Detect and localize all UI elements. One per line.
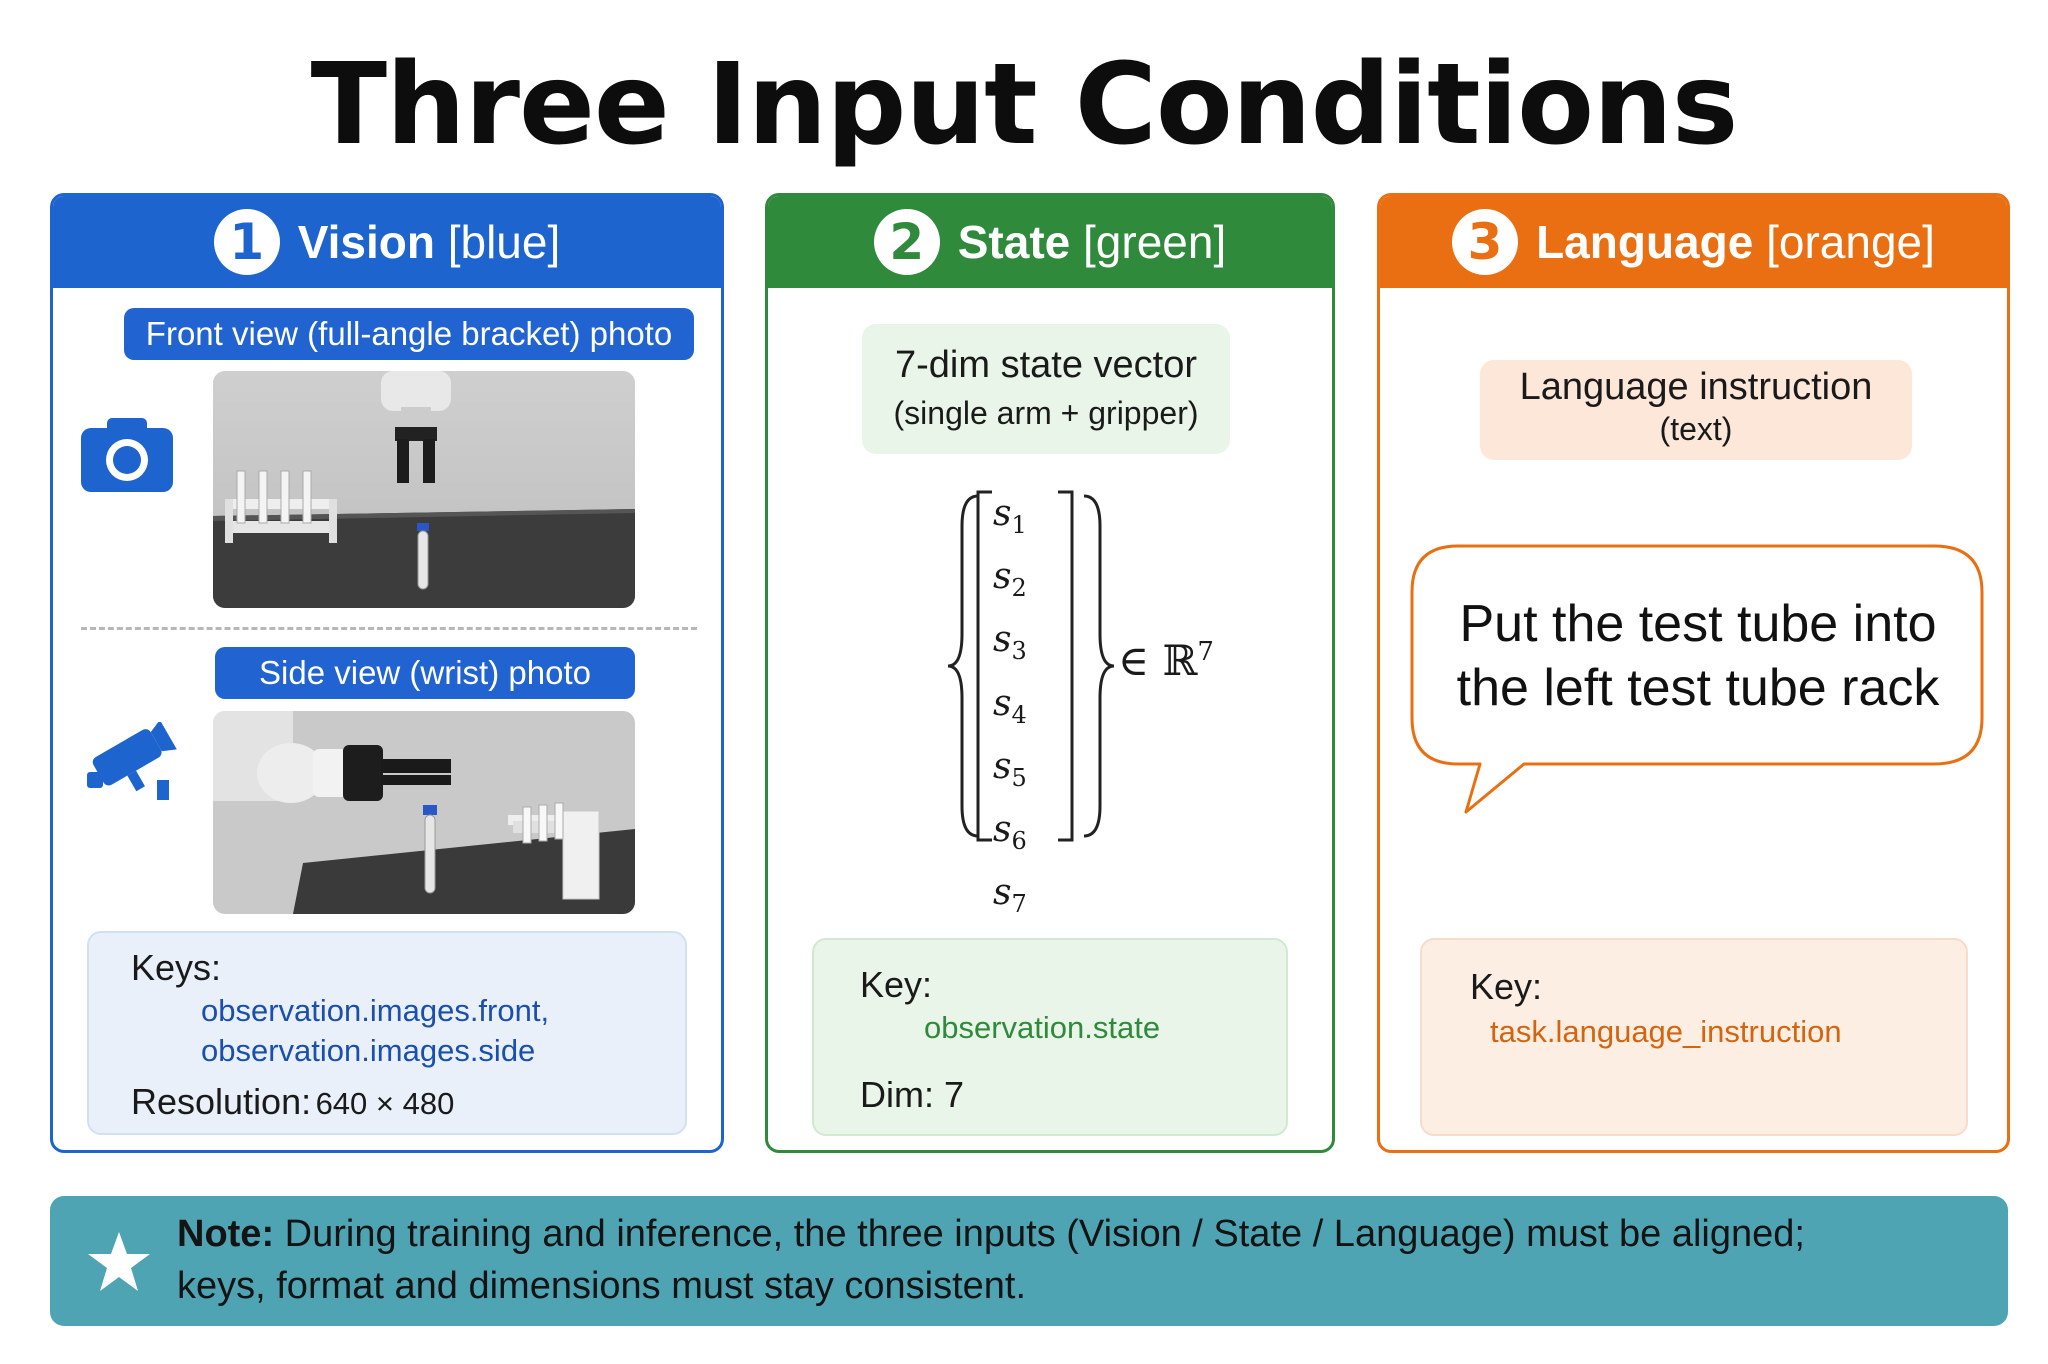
state-element-3: s3 — [993, 619, 1027, 666]
state-element-2: s2 — [993, 556, 1027, 603]
speech-bubble — [1410, 544, 1984, 814]
state-header: 2 State [green] — [768, 196, 1332, 288]
state-vector-box: 7-dim state vector (single arm + gripper… — [862, 324, 1230, 454]
state-number: 2 — [873, 209, 940, 275]
language-instruction-subtitle: (text) — [1659, 411, 1733, 447]
vision-key-side: observation.images.side — [201, 1033, 536, 1068]
language-instruction-box: Language instruction (text) — [1480, 360, 1912, 460]
front-view-label: Front view (full-angle bracket) photo — [124, 308, 694, 360]
resolution-label: Resolution: — [131, 1081, 312, 1122]
state-color-tag: [green] — [1083, 216, 1227, 268]
language-key-box: Key: task.language_instruction — [1420, 938, 1968, 1136]
security-camera-icon — [87, 722, 177, 800]
right-bracket — [1058, 490, 1074, 842]
resolution-value: 640 × 480 — [315, 1086, 455, 1121]
side-view-label: Side view (wrist) photo — [215, 647, 635, 699]
state-vector-diagram — [947, 490, 1115, 842]
state-key-value: observation.state — [924, 1010, 1161, 1045]
state-element-4: s4 — [993, 682, 1027, 729]
language-color-tag: [orange] — [1766, 216, 1935, 268]
state-element-7: s7 — [993, 872, 1027, 919]
state-dim: Dim: 7 — [860, 1074, 965, 1115]
state-elements: s1 s2 s3 s4 s5 s6 s7 — [993, 488, 1053, 930]
vision-key-front: observation.images.front, — [201, 993, 550, 1028]
right-curly-brace — [1083, 494, 1115, 838]
state-panel: 2 State [green] 7-dim state vector (sing… — [765, 193, 1335, 1153]
state-key-label: Key: — [860, 964, 933, 1005]
note-line-1: Note: During training and inference, the… — [177, 1213, 1805, 1255]
vision-keys-box: Keys: observation.images.front, observat… — [87, 931, 687, 1135]
language-key-label: Key: — [1470, 966, 1543, 1007]
vision-panel: 1 Vision [blue] Front view (full-angle b… — [50, 193, 724, 1153]
left-curly-brace — [947, 494, 979, 838]
language-instruction-title: Language instruction — [1519, 366, 1873, 408]
view-divider — [81, 627, 697, 630]
state-element-5: s5 — [993, 745, 1027, 792]
page-title: Three Input Conditions — [310, 40, 1739, 170]
star-icon — [88, 1232, 150, 1291]
state-element-1: s1 — [993, 493, 1027, 540]
side-view-photo — [213, 711, 635, 914]
note-banner: Note: During training and inference, the… — [50, 1196, 2008, 1326]
bubble-line-2: the left test tube rack — [1456, 659, 1940, 717]
state-element-6: s6 — [993, 808, 1027, 856]
language-title: Language — [1536, 216, 1754, 268]
vision-keys-label: Keys: — [131, 947, 222, 988]
vision-number: 1 — [213, 209, 280, 275]
vision-header: 1 Vision [blue] — [53, 196, 721, 288]
state-title: State — [957, 216, 1071, 268]
vision-resolution: Resolution: 640 × 480 — [131, 1081, 454, 1123]
note-label: Note: — [177, 1213, 275, 1255]
left-bracket — [976, 490, 992, 842]
state-key-box: Key: observation.state Dim: 7 — [812, 938, 1288, 1136]
language-number: 3 — [1452, 209, 1519, 275]
language-header: 3 Language [orange] — [1380, 196, 2007, 288]
state-vector-subtitle: (single arm + gripper) — [893, 395, 1199, 431]
note-text: Note: During training and inference, the… — [177, 1208, 1997, 1312]
note-line-2: keys, format and dimensions must stay co… — [177, 1265, 1027, 1307]
camera-icon — [81, 418, 173, 492]
front-view-photo — [213, 371, 635, 608]
vision-title: Vision — [297, 216, 435, 268]
state-vector-title: 7-dim state vector — [895, 344, 1197, 386]
state-space: ∈ ℝ7 — [1118, 636, 1214, 685]
bubble-line-1: Put the test tube into — [1459, 595, 1937, 653]
speech-bubble-text: Put the test tube into the left test tub… — [1412, 592, 1984, 720]
language-key-value: task.language_instruction — [1490, 1014, 1842, 1049]
vision-color-tag: [blue] — [447, 216, 561, 268]
language-panel: 3 Language [orange] Language instruction… — [1377, 193, 2010, 1153]
